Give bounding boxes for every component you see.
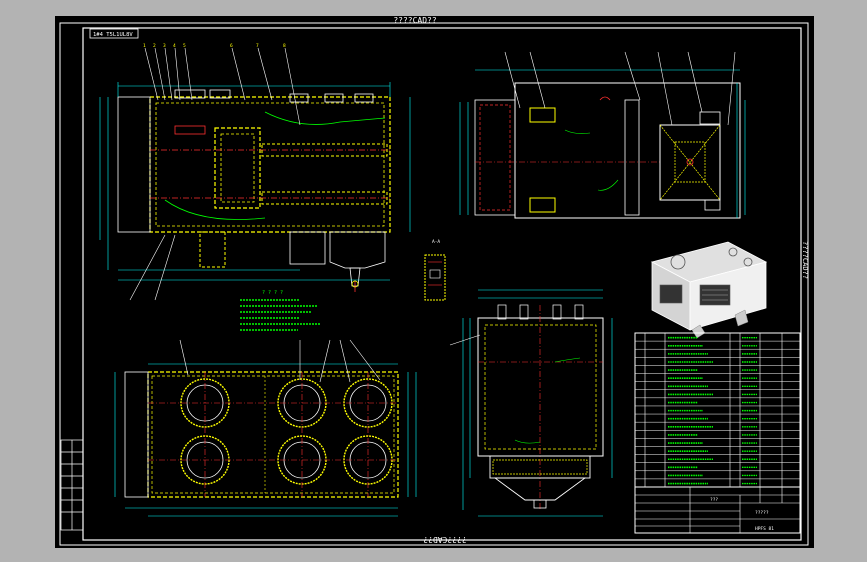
svg-text:3: 3 [163,43,166,49]
drawing-code-box [89,28,139,39]
svg-text:4: 4 [173,43,176,49]
bottom-title: ????CAD?? [423,535,467,544]
inner-frame [82,27,802,541]
parts-header-label: ??? [710,497,718,503]
parts-title: ????? [755,510,769,516]
section-detail: A-A [424,239,446,301]
end-view [449,289,613,517]
svg-text:8: 8 [283,43,286,49]
svg-text:2: 2 [153,43,156,49]
isometric-view [650,241,768,339]
svg-text:7: 7 [256,43,259,49]
svg-text:5: 5 [183,43,186,49]
revision-table [60,439,84,531]
parts-code: HPFS 81 [755,526,774,532]
drawing-code: 1#4 T5L1UL8V [93,32,133,38]
outer-frame [59,22,809,546]
notes-heading: ? ? ? ? [262,290,283,296]
parts-list-table: ??? ????? HPFS 81 [634,332,801,534]
plan-view [114,339,417,517]
technical-notes: ? ? ? ? [240,290,320,331]
svg-text:6: 6 [230,43,233,49]
front-view: 1 2 3 4 5 6 7 8 [99,43,411,301]
svg-text:1: 1 [143,43,146,49]
side-view [459,51,746,219]
top-title: ????CAD?? [393,16,437,25]
side-title: ????CAD?? [801,241,809,279]
svg-text:A-A: A-A [432,239,440,245]
